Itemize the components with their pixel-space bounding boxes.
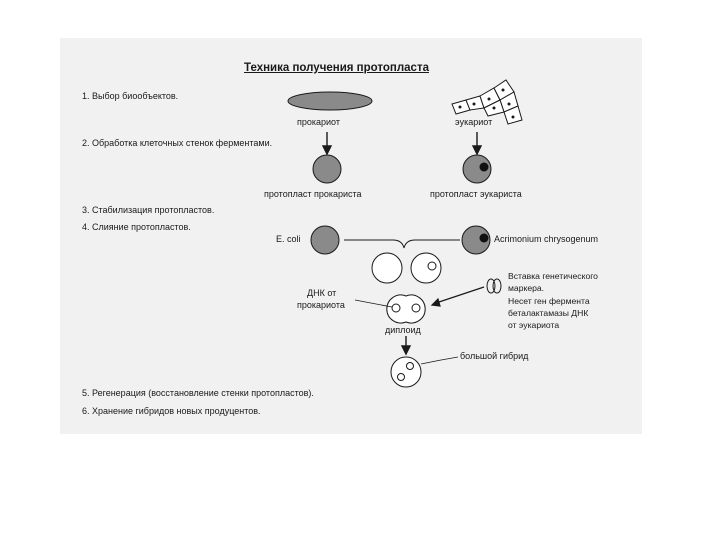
diploid-cell <box>386 294 426 324</box>
label-diploid: диплоид <box>385 325 421 335</box>
eukaryote-nuclei <box>458 88 515 119</box>
fusion-cell-left <box>371 252 403 284</box>
label-protoplast-eukaryote: протопласт эукариста <box>430 189 522 199</box>
acremonium-protoplast <box>461 225 491 255</box>
label-protoplast-prokaryote: протопласт прокариста <box>264 189 362 199</box>
label-dna-line2: прокариота <box>297 300 345 310</box>
step-4: 4. Слияние протопластов. <box>82 222 191 232</box>
step-3: 3. Стабилизация протопластов. <box>82 205 215 215</box>
label-acremonium: Acrimonium chrysogenum <box>494 234 599 244</box>
step-2: 2. Обработка клеточных стенок ферментами… <box>82 138 273 148</box>
marker-plasmid <box>486 278 496 294</box>
protoplast-prokaryote <box>312 154 342 184</box>
fusion-cell-right <box>410 252 442 284</box>
step-5: 5. Регенерация (восстановление стенки пр… <box>82 388 314 398</box>
step-1: 1. Выбор биообъектов. <box>82 91 179 101</box>
marker-note-line-2: маркера. <box>508 283 545 293</box>
ecoli-protoplast <box>310 225 340 255</box>
label-big-hybrid: большой гибрид <box>460 351 529 361</box>
marker-note-line-5: от эукариота <box>508 320 560 330</box>
label-ecoli: E. coli <box>276 234 301 244</box>
label-eukaryote: эукариот <box>455 117 493 127</box>
prokaryote-cell <box>287 91 373 111</box>
label-prokaryote: прокариот <box>297 117 340 127</box>
step-6: 6. Хранение гибридов новых продуцентов. <box>82 406 261 416</box>
big-hybrid-cell <box>390 356 422 388</box>
marker-note-line-4: беталактамазы ДНК <box>508 308 589 318</box>
marker-note-line-1: Вставка генетического <box>508 271 598 281</box>
marker-note-line-3: Несет ген фермента <box>508 296 590 306</box>
eukaryote-cells <box>451 79 523 125</box>
label-dna-line1: ДНК от <box>307 288 337 298</box>
page-title: Техника получения протопласта <box>244 62 429 74</box>
protoplast-eukaryote <box>462 154 492 184</box>
